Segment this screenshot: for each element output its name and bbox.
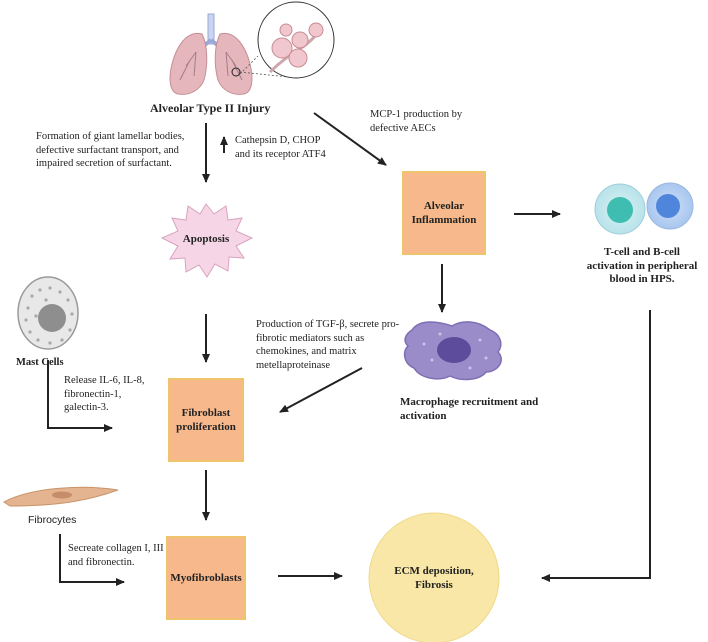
arrow-tcell-to-ecm (541, 310, 651, 582)
node-injury: Alveolar Type II Injury (150, 101, 271, 115)
apoptosis-burst (160, 203, 254, 278)
arrow-injury-to-inflammation (313, 112, 387, 166)
node-tcell-bcell: T-cell and B-cell activation in peripher… (586, 246, 698, 285)
t-b-cell-icon (594, 182, 694, 235)
arrow-fibrocyte-to-myofibroblasts (59, 534, 125, 586)
node-mast-cells: Mast Cells (16, 357, 64, 368)
node-fibroblast-proliferation: Fibroblast proliferation (168, 378, 244, 462)
lungs-icon (169, 13, 299, 95)
annotation-collagen: Secreate collagen I, III and fibronectin… (68, 543, 164, 568)
annotation-mcp1: MCP-1 production by defective AECs (370, 109, 463, 134)
node-macrophage: Macrophage recruitment and activation (400, 396, 539, 422)
annotation-lamellar: Formation of giant lamellar bodies, defe… (36, 131, 185, 169)
node-fibrocytes: Fibrocytes (28, 514, 77, 526)
node-myofibroblasts: Myofibroblasts (166, 536, 246, 620)
annotation-cathepsin: Cathepsin D, CHOP and its receptor ATF4 (235, 135, 326, 160)
alveoli-icon (257, 1, 335, 79)
ecm-circle (368, 512, 500, 642)
arrow-mast-to-fibroblast (47, 360, 113, 432)
node-apoptosis: Apoptosis (182, 233, 230, 245)
annotation-release: Release IL-6, IL-8, fibronectin-1, galec… (64, 375, 145, 413)
node-alveolar-inflammation: Alveolar Inflammation (402, 171, 486, 255)
annotation-tgf: Production of TGF-β, secrete pro-fibroti… (256, 319, 400, 371)
fibrocyte-icon (3, 486, 119, 507)
arrow-macrophage-to-fibroblast (279, 367, 363, 413)
node-ecm: ECM deposition, Fibrosis (394, 565, 474, 591)
mast-cell-icon (17, 276, 79, 350)
macrophage-icon (403, 321, 502, 381)
